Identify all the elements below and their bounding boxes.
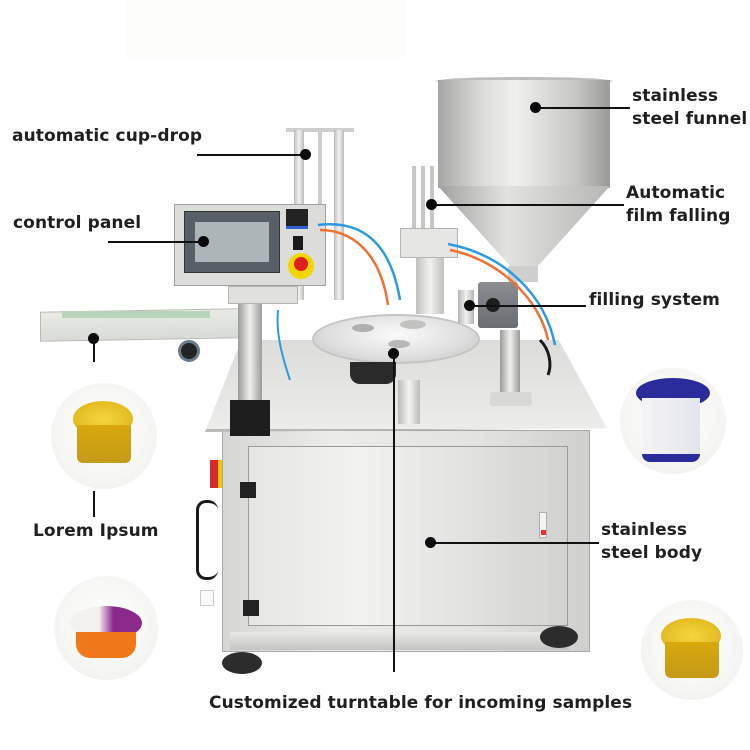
label-filling-system: filling system bbox=[589, 290, 720, 310]
background-panel bbox=[124, 0, 406, 58]
label-line-2: film falling bbox=[626, 206, 731, 226]
film-cylinder bbox=[416, 258, 444, 314]
gold-cup-body-icon bbox=[77, 425, 131, 463]
orange-bowl-body-icon bbox=[76, 632, 136, 658]
label-automatic-cup-drop: automatic cup-drop bbox=[12, 126, 203, 146]
funnel-body bbox=[438, 80, 610, 188]
leader-line-body bbox=[431, 542, 599, 544]
door-lock-indicator bbox=[541, 530, 546, 535]
left-column bbox=[238, 300, 262, 410]
cup-drop-rod-3 bbox=[318, 130, 322, 210]
emergency-stop-button bbox=[294, 257, 308, 271]
right-column-base bbox=[490, 392, 532, 406]
product-sample-orange-bowl bbox=[54, 576, 158, 680]
cup-drop-rod-2 bbox=[334, 130, 344, 300]
label-line-1: stainless bbox=[632, 86, 719, 106]
hinge-top bbox=[240, 482, 256, 498]
label-automatic-film-falling: Automatic film falling bbox=[626, 182, 731, 228]
leader-line-lorem-ipsum bbox=[93, 491, 95, 517]
hinge-bottom bbox=[243, 600, 259, 616]
cabinet-door bbox=[248, 446, 568, 626]
control-panel-stand bbox=[228, 286, 298, 304]
label-line-2: steel body bbox=[601, 543, 703, 563]
temperature-controller bbox=[286, 209, 308, 229]
leader-line-funnel bbox=[538, 107, 630, 109]
marker-dot-film-falling bbox=[426, 199, 437, 210]
leader-line-control-panel bbox=[108, 241, 204, 243]
marker-dot-conveyor bbox=[88, 333, 99, 344]
turntable-hole-3 bbox=[388, 340, 410, 348]
turntable-hole-2 bbox=[400, 320, 426, 329]
leader-line-conveyor bbox=[93, 340, 95, 362]
door-handle bbox=[539, 512, 547, 538]
marker-dot-cup-drop bbox=[300, 149, 311, 160]
conveyor-motor bbox=[178, 340, 200, 362]
gold-cup-body-icon bbox=[665, 642, 719, 678]
blue-cup-body-icon bbox=[642, 398, 700, 462]
label-line-2: steel funnel bbox=[632, 109, 748, 129]
turntable-support bbox=[398, 380, 420, 424]
marker-dot-funnel bbox=[530, 102, 541, 113]
marker-dot-body bbox=[425, 537, 436, 548]
leader-line-filling-system bbox=[470, 305, 586, 307]
marker-dot-filling-system bbox=[464, 300, 475, 311]
label-line-1: stainless bbox=[601, 520, 688, 540]
marker-dot-turntable bbox=[388, 348, 399, 359]
right-column bbox=[500, 330, 520, 400]
product-sample-gold-cup-right bbox=[641, 600, 743, 700]
product-sample-gold-cup-left bbox=[51, 383, 157, 489]
leader-line-cup-drop bbox=[197, 154, 305, 156]
power-plug bbox=[200, 590, 214, 606]
label-line-1: Automatic bbox=[626, 183, 726, 203]
conveyor-belt-surface bbox=[62, 311, 210, 318]
leader-line-film-falling bbox=[431, 204, 624, 206]
turntable-drive bbox=[350, 362, 396, 384]
foot-right bbox=[540, 626, 578, 648]
marker-dot-control-panel bbox=[198, 236, 209, 247]
left-column-base bbox=[230, 400, 270, 436]
selector-switch bbox=[293, 236, 303, 250]
label-customized-turntable: Customized turntable for incoming sample… bbox=[209, 693, 633, 713]
cabinet-bottom-rail bbox=[230, 632, 570, 650]
turntable-hole-1 bbox=[352, 324, 374, 332]
power-cable bbox=[196, 500, 218, 580]
foot-left bbox=[222, 652, 262, 674]
label-lorem-ipsum: Lorem Ipsum bbox=[33, 521, 159, 541]
label-stainless-steel-funnel: stainless steel funnel bbox=[632, 85, 747, 131]
label-stainless-steel-body: stainless steel body bbox=[601, 519, 702, 565]
power-switch bbox=[210, 460, 222, 488]
label-control-panel: control panel bbox=[13, 213, 142, 233]
leader-line-turntable bbox=[393, 354, 395, 672]
product-sample-blue-cup bbox=[620, 368, 726, 474]
